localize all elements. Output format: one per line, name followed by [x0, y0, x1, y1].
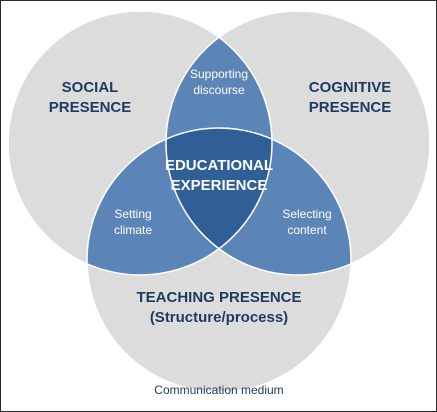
supporting-discourse-line1: Supporting: [190, 67, 248, 81]
cognitive-label-line2: PRESENCE: [309, 99, 392, 116]
selecting-content-line2: content: [287, 223, 327, 237]
social-label-line1: SOCIAL: [62, 79, 119, 96]
educational-experience-line2: EXPERIENCE: [171, 177, 268, 194]
teaching-label-line2: (Structure/process): [150, 309, 288, 326]
educational-experience-line1: EDUCATIONAL: [165, 157, 273, 174]
cognitive-outline: [165, 10, 431, 276]
social-outline: [7, 10, 273, 276]
communication-medium-caption: Communication medium: [154, 383, 283, 397]
supporting-discourse-line2: discourse: [193, 83, 245, 97]
selecting-content-line1: Selecting: [282, 207, 331, 221]
teaching-outline: [86, 127, 352, 393]
setting-climate-line1: Setting: [114, 207, 151, 221]
social-label-line2: PRESENCE: [49, 99, 132, 116]
setting-climate-line2: climate: [114, 223, 152, 237]
cognitive-label-line1: COGNITIVE: [309, 79, 392, 96]
teaching-label-line1: TEACHING PRESENCE: [136, 289, 301, 306]
